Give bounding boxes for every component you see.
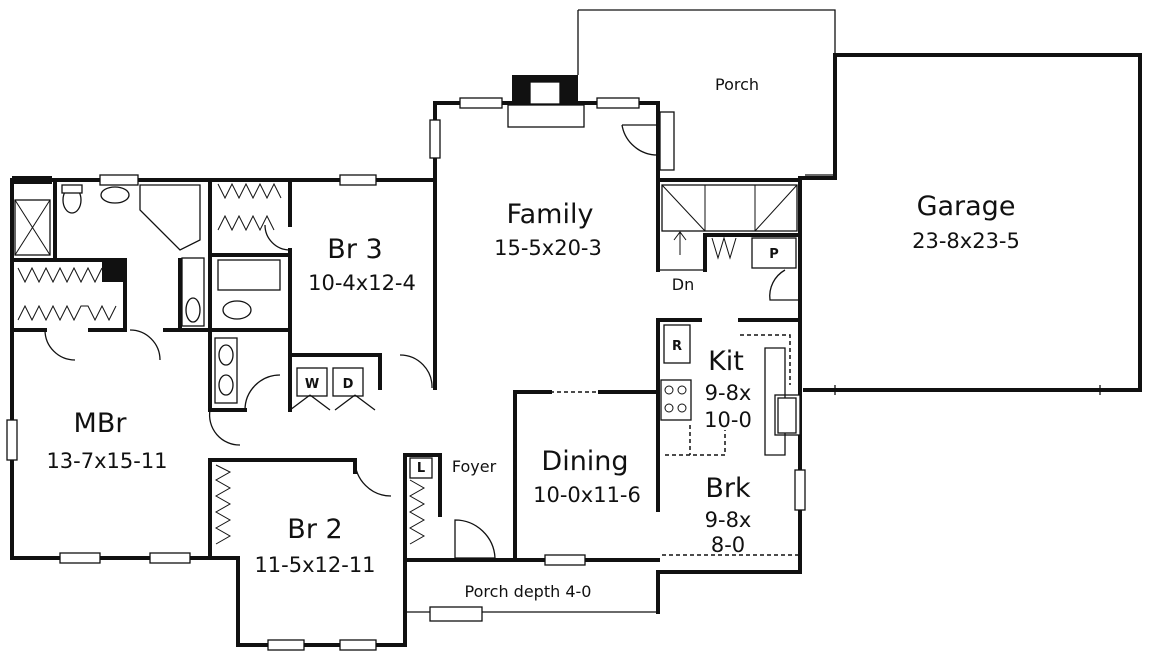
- dining-dims: 10-0x11-6: [533, 483, 641, 507]
- doors: [44, 124, 800, 559]
- kit-label: Kit: [708, 346, 744, 377]
- brk-label: Brk: [705, 473, 751, 504]
- pantry-icon: [751, 237, 797, 269]
- porch-front-label: Porch depth 4-0: [465, 582, 592, 601]
- brk-dims-1: 9-8x: [705, 508, 752, 532]
- family-label: Family: [507, 199, 594, 230]
- laundry: [289, 367, 376, 411]
- brk-dims-2: 8-0: [711, 533, 745, 557]
- bath-fixtures: [14, 184, 281, 404]
- sink-icon: [777, 397, 797, 434]
- interior-walls: [10, 178, 802, 562]
- dryer-label: D: [343, 377, 354, 392]
- dining-label: Dining: [541, 446, 628, 477]
- kit-dims-1: 9-8x: [705, 381, 752, 405]
- family-dims: 15-5x20-3: [494, 236, 602, 260]
- pantry-label: P: [769, 247, 779, 262]
- fireplace: [507, 75, 585, 128]
- range-icon: [660, 379, 692, 421]
- refrigerator-label: R: [672, 339, 682, 354]
- kit-dims-2: 10-0: [704, 408, 752, 432]
- foyer-label: Foyer: [452, 457, 497, 476]
- kitchen-fixtures: [514, 324, 798, 556]
- washer-label: W: [305, 377, 319, 392]
- linen-label: L: [417, 461, 425, 476]
- refrigerator-icon: [663, 324, 691, 364]
- mbr-label: MBr: [74, 408, 128, 439]
- br2-dims: 11-5x12-11: [254, 553, 375, 577]
- garage-label: Garage: [917, 191, 1016, 222]
- top-porch-outline: [578, 9, 836, 55]
- br3-dims: 10-4x12-4: [308, 271, 416, 295]
- br2-walls: [236, 556, 407, 647]
- garage-marks: [834, 385, 1101, 395]
- dryer-icon: [332, 367, 364, 397]
- garage-dims: 23-8x23-5: [912, 229, 1020, 253]
- garage-walls: [803, 53, 1142, 392]
- corner-tub-icon: [139, 184, 201, 251]
- mbr-dims: 13-7x15-11: [46, 449, 167, 473]
- br3-label: Br 3: [327, 234, 382, 265]
- closets: [12, 176, 433, 545]
- porch-top-label: Porch: [715, 75, 759, 94]
- br2-label: Br 2: [287, 514, 342, 545]
- labels: Porch Garage 23-8x23-5 Family 15-5x20-3 …: [46, 75, 1019, 601]
- dn-label: Dn: [672, 275, 694, 294]
- stairs: [661, 184, 798, 269]
